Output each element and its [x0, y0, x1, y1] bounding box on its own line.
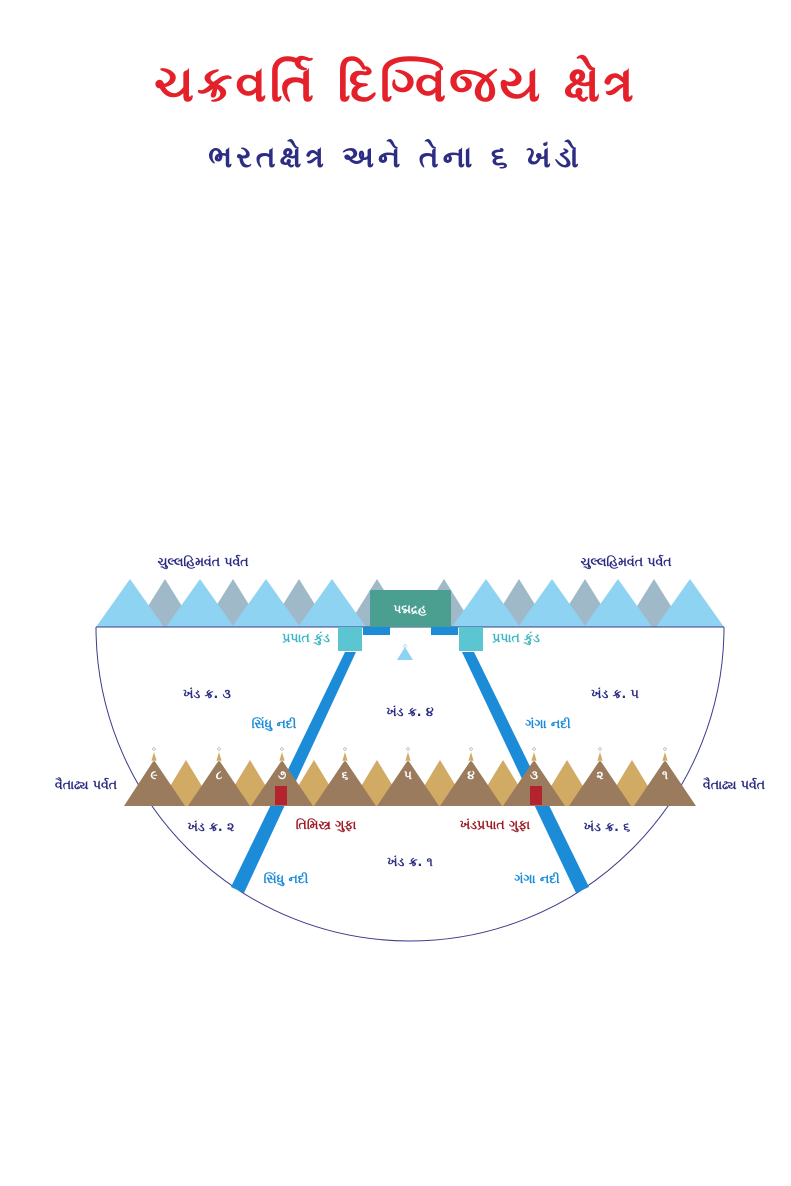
peak-spire-top [152, 747, 156, 751]
himvant-light-peak [232, 579, 300, 627]
peak-spire [530, 749, 538, 762]
peak-number: ૧ [662, 768, 668, 782]
small-central-peak [397, 647, 413, 660]
kshetra-boundary [95, 626, 725, 942]
peak-spire [278, 749, 286, 762]
peak-spire-top [663, 747, 667, 751]
khand-6-label: ખંડ ક્ર. ૬ [584, 819, 631, 834]
peak-number: ૯ [150, 768, 157, 782]
vaitadhya-brown-peak [634, 760, 696, 806]
peak-spire-top [217, 747, 221, 751]
peak-spire [661, 749, 669, 762]
vaitadhya-brown-peak [314, 760, 376, 806]
himvant-light-peak [584, 579, 652, 627]
peak-spire [215, 749, 223, 762]
vaitadhya-brown-peak [503, 760, 565, 806]
khand-4-label: ખંડ ક્ર. ૪ [386, 704, 433, 719]
peak-spire-top [469, 747, 473, 751]
padmadraha-label: પદ્મદ્રહ [393, 602, 427, 616]
prapat-kund-right [459, 627, 483, 651]
small-peak-top [403, 644, 407, 648]
himvant-light-peak [452, 579, 520, 627]
himvant-light-peak [518, 579, 586, 627]
himvant-label-left: ચુલ્લહિમવંત પર્વત [157, 553, 249, 570]
khand-2-label: ખંડ ક્ર. ૨ [188, 819, 235, 834]
peak-spire-top [598, 747, 602, 751]
vaitadhya-brown-peaks [124, 760, 696, 806]
vaitadhya-brown-peak [569, 760, 631, 806]
ganga-label-upper: ગંગા નદી [525, 715, 571, 731]
ganga-label-lower: ગંગા નદી [514, 870, 560, 886]
vaitadhya-peak-spires [150, 747, 669, 762]
peak-number: ૨ [596, 768, 603, 782]
peak-number: ૬ [342, 768, 349, 782]
peak-spire [404, 749, 412, 762]
khandprapat-cave [530, 786, 542, 805]
peak-spire-top [406, 747, 410, 751]
khand-5-label: ખંડ ક્ર. ૫ [591, 686, 639, 701]
peak-spire-top [280, 747, 284, 751]
padmadraha-box [370, 590, 451, 627]
peak-spire [341, 749, 349, 762]
vaitadhya-brown-peak [251, 760, 313, 806]
vaitadhya-brown-peak [377, 760, 439, 806]
sindhu-label-upper: સિંધુ નદી [252, 715, 297, 732]
himvant-light-peak [298, 579, 366, 627]
sindhu-label-lower: સિંધુ નદી [264, 870, 309, 887]
ganga-river [462, 652, 589, 893]
khand-3-label: ખંડ ક્ર. ૩ [183, 686, 231, 701]
tamisra-cave-label: તિમિસ્ત્ર ગુફા [296, 816, 357, 833]
peak-number: ૪ [467, 768, 475, 782]
vaitadhya-label-left: વૈતાઢ્ય પર્વત [54, 776, 118, 792]
peak-number: ૮ [216, 768, 223, 782]
himvant-label-right: ચુલ્લહિમવંત પર્વત [580, 553, 672, 570]
tamisra-cave [275, 786, 287, 805]
peak-spire [150, 749, 158, 762]
vaitadhya-brown-peak [440, 760, 502, 806]
page-subtitle: ભરતક્ષેત્ર અને તેના ૬ ખંડો [208, 140, 583, 175]
peak-numbers: ૯ ૮ ૭ ૬ ૫ ૪ ૩ ૨ ૧ [150, 768, 668, 782]
prapat-kund-label-left: પ્રપાત કુંડ [282, 630, 330, 646]
prapat-kund-left [338, 627, 362, 651]
peak-spire-top [343, 747, 347, 751]
page-title: ચક્રવર્તિ દિગ્વિજય ક્ષેત્ર [154, 55, 637, 113]
himvant-light-peak [96, 579, 164, 627]
peak-number: ૭ [278, 768, 287, 782]
vaitadhya-label-right: વૈતાઢ્ય પર્વત [702, 776, 766, 792]
vaitadhya-brown-peak [188, 760, 250, 806]
prapat-kund-label-right: પ્રપાત કુંડ [492, 630, 540, 646]
himvant-light-peak [166, 579, 234, 627]
peak-spire [596, 749, 604, 762]
vaitadhya-brown-peak [124, 760, 185, 806]
khandprapat-cave-label: ખંડપ્રપાત ગુફા [460, 817, 530, 833]
khand-1-label: ખંડ ક્ર. ૧ [387, 854, 433, 869]
peak-spire-top [532, 747, 536, 751]
padma-connector-left [363, 627, 390, 635]
peak-spire [467, 749, 475, 762]
peak-number: ૫ [404, 768, 412, 782]
padma-connector-right [431, 627, 458, 635]
himvant-light-peak [656, 579, 724, 627]
sindhu-river [231, 652, 356, 893]
himvant-light-peaks [96, 579, 724, 627]
peak-number: ૩ [530, 768, 538, 782]
